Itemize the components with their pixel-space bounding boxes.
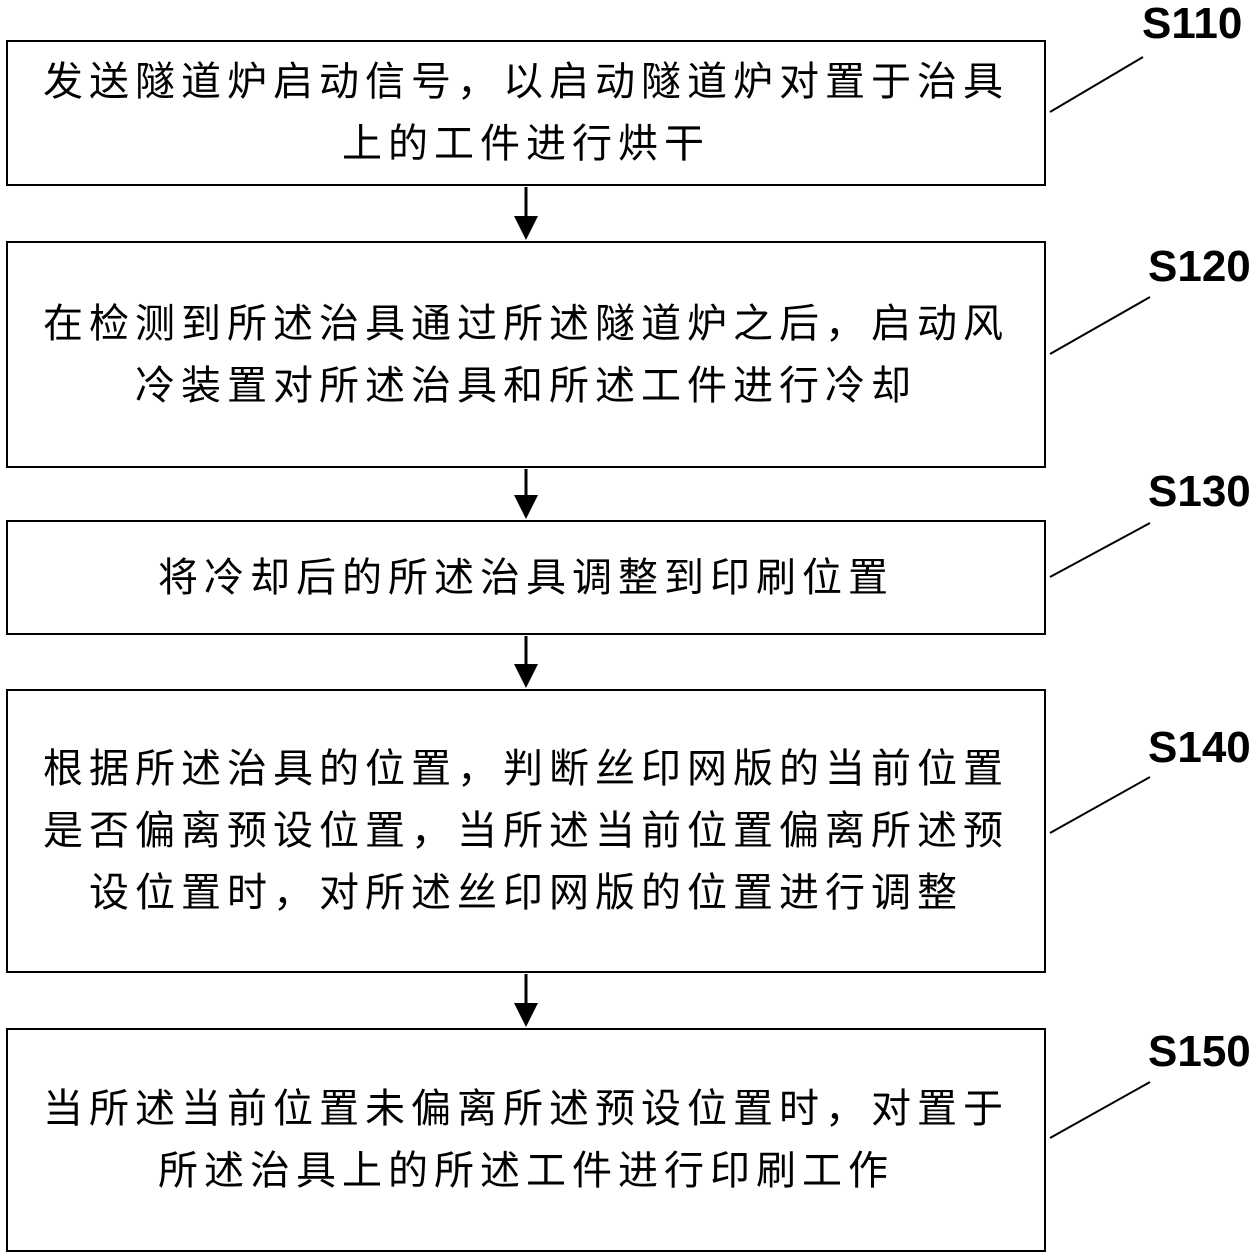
step-text-s150: 当所述当前位置未偏离所述预设位置时，对置于所述治具上的所述工件进行印刷工作 [43,1086,1009,1194]
leader-line-s130 [1049,522,1151,578]
leader-line-s110 [1049,56,1144,113]
step-box-s110: 发送隧道炉启动信号，以启动隧道炉对置于治具上的工件进行烘干 [6,40,1046,186]
arrow-s140-to-s150 [514,974,538,1027]
step-text-s140: 根据所述治具的位置，判断丝印网版的当前位置是否偏离预设位置，当所述当前位置偏离所… [43,746,1009,916]
step-text-s110: 发送隧道炉启动信号，以启动隧道炉对置于治具上的工件进行烘干 [43,59,1009,167]
arrow-s120-to-s130 [514,469,538,519]
step-box-s130: 将冷却后的所述治具调整到印刷位置 [6,520,1046,635]
step-label-s150: S150 [1148,1027,1251,1076]
step-label-s140: S140 [1148,723,1251,772]
leader-line-s120 [1049,296,1151,355]
step-text-s130: 将冷却后的所述治具调整到印刷位置 [158,554,894,601]
leader-line-s140 [1049,776,1151,834]
step-box-s150: 当所述当前位置未偏离所述预设位置时，对置于所述治具上的所述工件进行印刷工作 [6,1028,1046,1252]
step-label-s130: S130 [1148,467,1251,516]
arrow-s130-to-s140 [514,636,538,688]
step-label-s110: S110 [1142,0,1243,48]
step-text-s120: 在检测到所述治具通过所述隧道炉之后，启动风冷装置对所述治具和所述工件进行冷却 [43,300,1009,409]
step-label-s120: S120 [1148,242,1251,291]
arrow-s110-to-s120 [514,187,538,240]
step-box-s140: 根据所述治具的位置，判断丝印网版的当前位置是否偏离预设位置，当所述当前位置偏离所… [6,689,1046,973]
step-box-s120: 在检测到所述治具通过所述隧道炉之后，启动风冷装置对所述治具和所述工件进行冷却 [6,241,1046,468]
leader-line-s150 [1049,1081,1151,1139]
